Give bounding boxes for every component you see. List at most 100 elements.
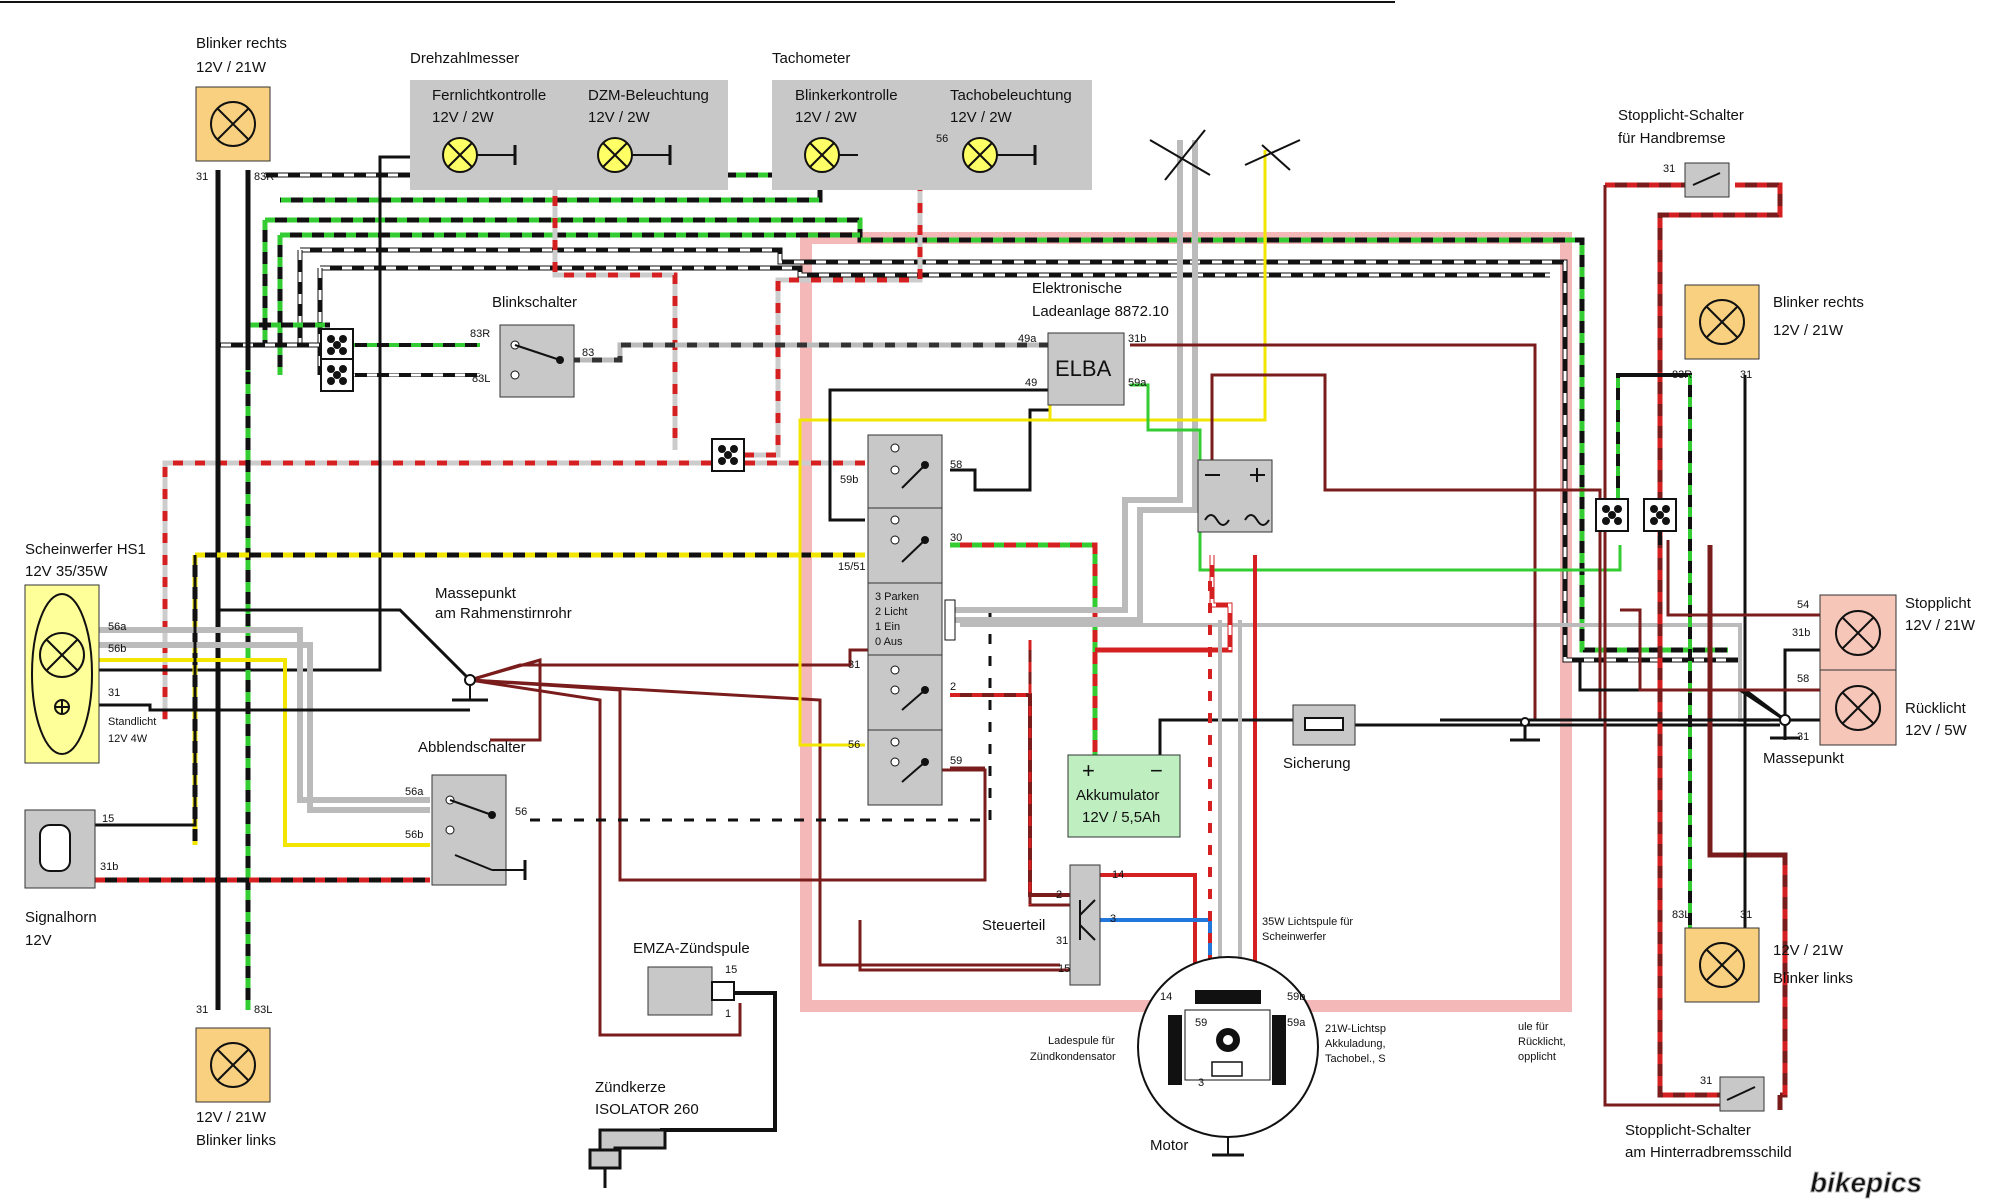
- lighting-coil21-line2: Akkuladung,: [1325, 1038, 1386, 1050]
- connector-front-2: [320, 358, 354, 392]
- rear-right-blinker: Blinker rechts 12V / 21W 83R 31: [1672, 284, 1864, 381]
- handbrake-switch-line2: für Handbremse: [1618, 130, 1726, 147]
- front-left-blinker: 31 83L 12V / 21W Blinker links: [195, 1004, 276, 1149]
- front-right-blinker-pin31: 31: [196, 171, 208, 183]
- rear-brake-switch-pin: 31: [1700, 1075, 1712, 1087]
- connector-mid: [711, 438, 745, 472]
- charging-coil-line1: Ladespule für: [1048, 1035, 1115, 1047]
- rectifier: [1197, 459, 1273, 533]
- charging-coil-line2: Zündkondensator: [1030, 1051, 1116, 1063]
- tail-note-line3: opplicht: [1518, 1051, 1556, 1063]
- speedometer-title: Tachometer: [772, 50, 850, 67]
- rpm-light-label: DZM-Beleuchtung: [588, 87, 709, 104]
- elba-pin59a: 59a: [1128, 377, 1147, 389]
- ignition-coil-name: EMZA-Zündspule: [633, 940, 750, 957]
- front-ground-line1: Massepunkt: [435, 585, 517, 602]
- horn-name: Signalhorn: [25, 909, 97, 926]
- front-right-blinker-pin83r: 83R: [254, 171, 274, 183]
- taillight-rating: 12V / 5W: [1905, 722, 1968, 739]
- highbeam-indicator-label: Fernlichtkontrolle: [432, 87, 546, 104]
- control-pin31: 31: [1056, 935, 1068, 947]
- front-right-blinker-name: Blinker rechts: [196, 35, 287, 52]
- lighting-coil21-line1: 21W-Lichtsp: [1325, 1023, 1386, 1035]
- highbeam-indicator-rating: 12V / 2W: [432, 109, 495, 126]
- front-right-blinker-rating: 12V / 21W: [196, 59, 267, 76]
- headlight-rating: 12V 35/35W: [25, 563, 108, 580]
- rear-right-blinker-name: Blinker rechts: [1773, 294, 1864, 311]
- rear-ground-point: Massepunkt: [1510, 714, 1845, 767]
- headlight-title: Scheinwerfer HS1: [25, 541, 146, 558]
- speedo-light-rating: 12V / 2W: [950, 109, 1013, 126]
- spark-plug-name: Zündkerze: [595, 1079, 666, 1096]
- elba-pin49: 49: [1025, 377, 1037, 389]
- charging-unit-label: ELBA: [1055, 356, 1112, 381]
- ign-pin2: 2: [950, 681, 956, 693]
- front-right-blinker: Blinker rechts 12V / 21W 31 83R: [195, 35, 287, 183]
- speedo-light-label: Tachobeleuchtung: [950, 87, 1072, 104]
- dimmer-switch-title: Abblendschalter: [418, 739, 526, 756]
- battery-plus: +: [1082, 758, 1095, 783]
- rear-left-blinker-pin31: 31: [1740, 909, 1752, 921]
- battery-minus: −: [1150, 758, 1163, 783]
- stoplight-pin54: 54: [1797, 599, 1809, 611]
- front-left-blinker-rating: 12V / 21W: [196, 1109, 267, 1126]
- ign-pin58: 58: [950, 459, 962, 471]
- ignition-switch: 59b 58 15/51 30 3 Parken 2 Licht 1 Ein 0…: [838, 434, 962, 806]
- ign-pos1: 1 Ein: [875, 621, 900, 633]
- taillight-pin58: 58: [1797, 673, 1809, 685]
- ign-pos0: 0 Aus: [875, 636, 903, 648]
- stoplight-pin31b: 31b: [1792, 627, 1810, 639]
- rear-right-blinker-pin31: 31: [1740, 369, 1752, 381]
- tail-note-line2: Rücklicht,: [1518, 1036, 1566, 1048]
- control-pin15: 15: [1058, 963, 1070, 975]
- control-pin14: 14: [1112, 869, 1124, 881]
- parking-light-rating: 12V 4W: [108, 733, 148, 745]
- rear-brake-switch-line1: Stopplicht-Schalter: [1625, 1122, 1751, 1139]
- battery-rating: 12V / 5,5Ah: [1082, 809, 1160, 826]
- taillight-name: Rücklicht: [1905, 700, 1967, 717]
- elba-pin49a: 49a: [1018, 333, 1037, 345]
- dimmer-pin56b: 56b: [405, 829, 423, 841]
- speedo-light-pin: 56: [936, 133, 948, 145]
- connector-front-1: [320, 328, 354, 362]
- rear-brake-stop-switch: 31 Stopplicht-Schalter am Hinterradbrems…: [1625, 1075, 1792, 1161]
- ign-pos3: 3 Parken: [875, 591, 919, 603]
- coil-pin15: 15: [725, 964, 737, 976]
- control-pin3: 3: [1110, 913, 1116, 925]
- parking-light-label: Standlicht: [108, 716, 156, 728]
- dimmer-pin56a: 56a: [405, 786, 424, 798]
- horn-pin15: 15: [102, 813, 114, 825]
- taillight-pin31: 31: [1797, 731, 1809, 743]
- control-pin2: 2: [1056, 889, 1062, 901]
- fuse-name: Sicherung: [1283, 755, 1351, 772]
- rev-counter-title: Drehzahlmesser: [410, 50, 519, 67]
- rear-left-blinker-name: Blinker links: [1773, 970, 1853, 987]
- engine-generator: 14 59 59b 59a 3 Motor 35W Lichtspule für…: [1030, 916, 1386, 1157]
- turn-switch-pin83r: 83R: [470, 328, 490, 340]
- motor-pin3: 3: [1198, 1077, 1204, 1089]
- rear-ground-name: Massepunkt: [1763, 750, 1845, 767]
- front-left-blinker-pin83l: 83L: [254, 1004, 272, 1016]
- front-left-blinker-name: Blinker links: [196, 1132, 276, 1149]
- battery: + − Akkumulator 12V / 5,5Ah: [1067, 754, 1181, 838]
- rev-counter: Drehzahlmesser Fernlichtkontrolle 12V / …: [410, 50, 728, 190]
- fuse: Sicherung: [1283, 704, 1356, 772]
- rear-right-blinker-pin83r: 83R: [1672, 369, 1692, 381]
- coil-pin1: 1: [725, 1008, 731, 1020]
- ign-pin30: 30: [950, 532, 962, 544]
- turn-signal-switch-title: Blinkschalter: [492, 294, 577, 311]
- turn-switch-pin83: 83: [582, 347, 594, 359]
- lighting-coil35-line2: Scheinwerfer: [1262, 931, 1327, 943]
- rear-left-blinker: 83L 31 12V / 21W Blinker links: [1672, 909, 1853, 1003]
- antenna-icon: [1149, 129, 1301, 181]
- connector-rear-2: [1643, 498, 1677, 532]
- control-unit-name: Steuerteil: [982, 917, 1045, 934]
- ign-pin56: 56: [848, 739, 860, 751]
- dimmer-switch: Abblendschalter 56a 56b 56: [405, 739, 527, 886]
- rear-left-blinker-rating: 12V / 21W: [1773, 942, 1844, 959]
- watermark-logo: bikepics: [1810, 1167, 1922, 1198]
- ign-pin1551: 15/51: [838, 561, 866, 573]
- spark-plug-model: ISOLATOR 260: [595, 1101, 699, 1118]
- motor-pin14: 14: [1160, 991, 1172, 1003]
